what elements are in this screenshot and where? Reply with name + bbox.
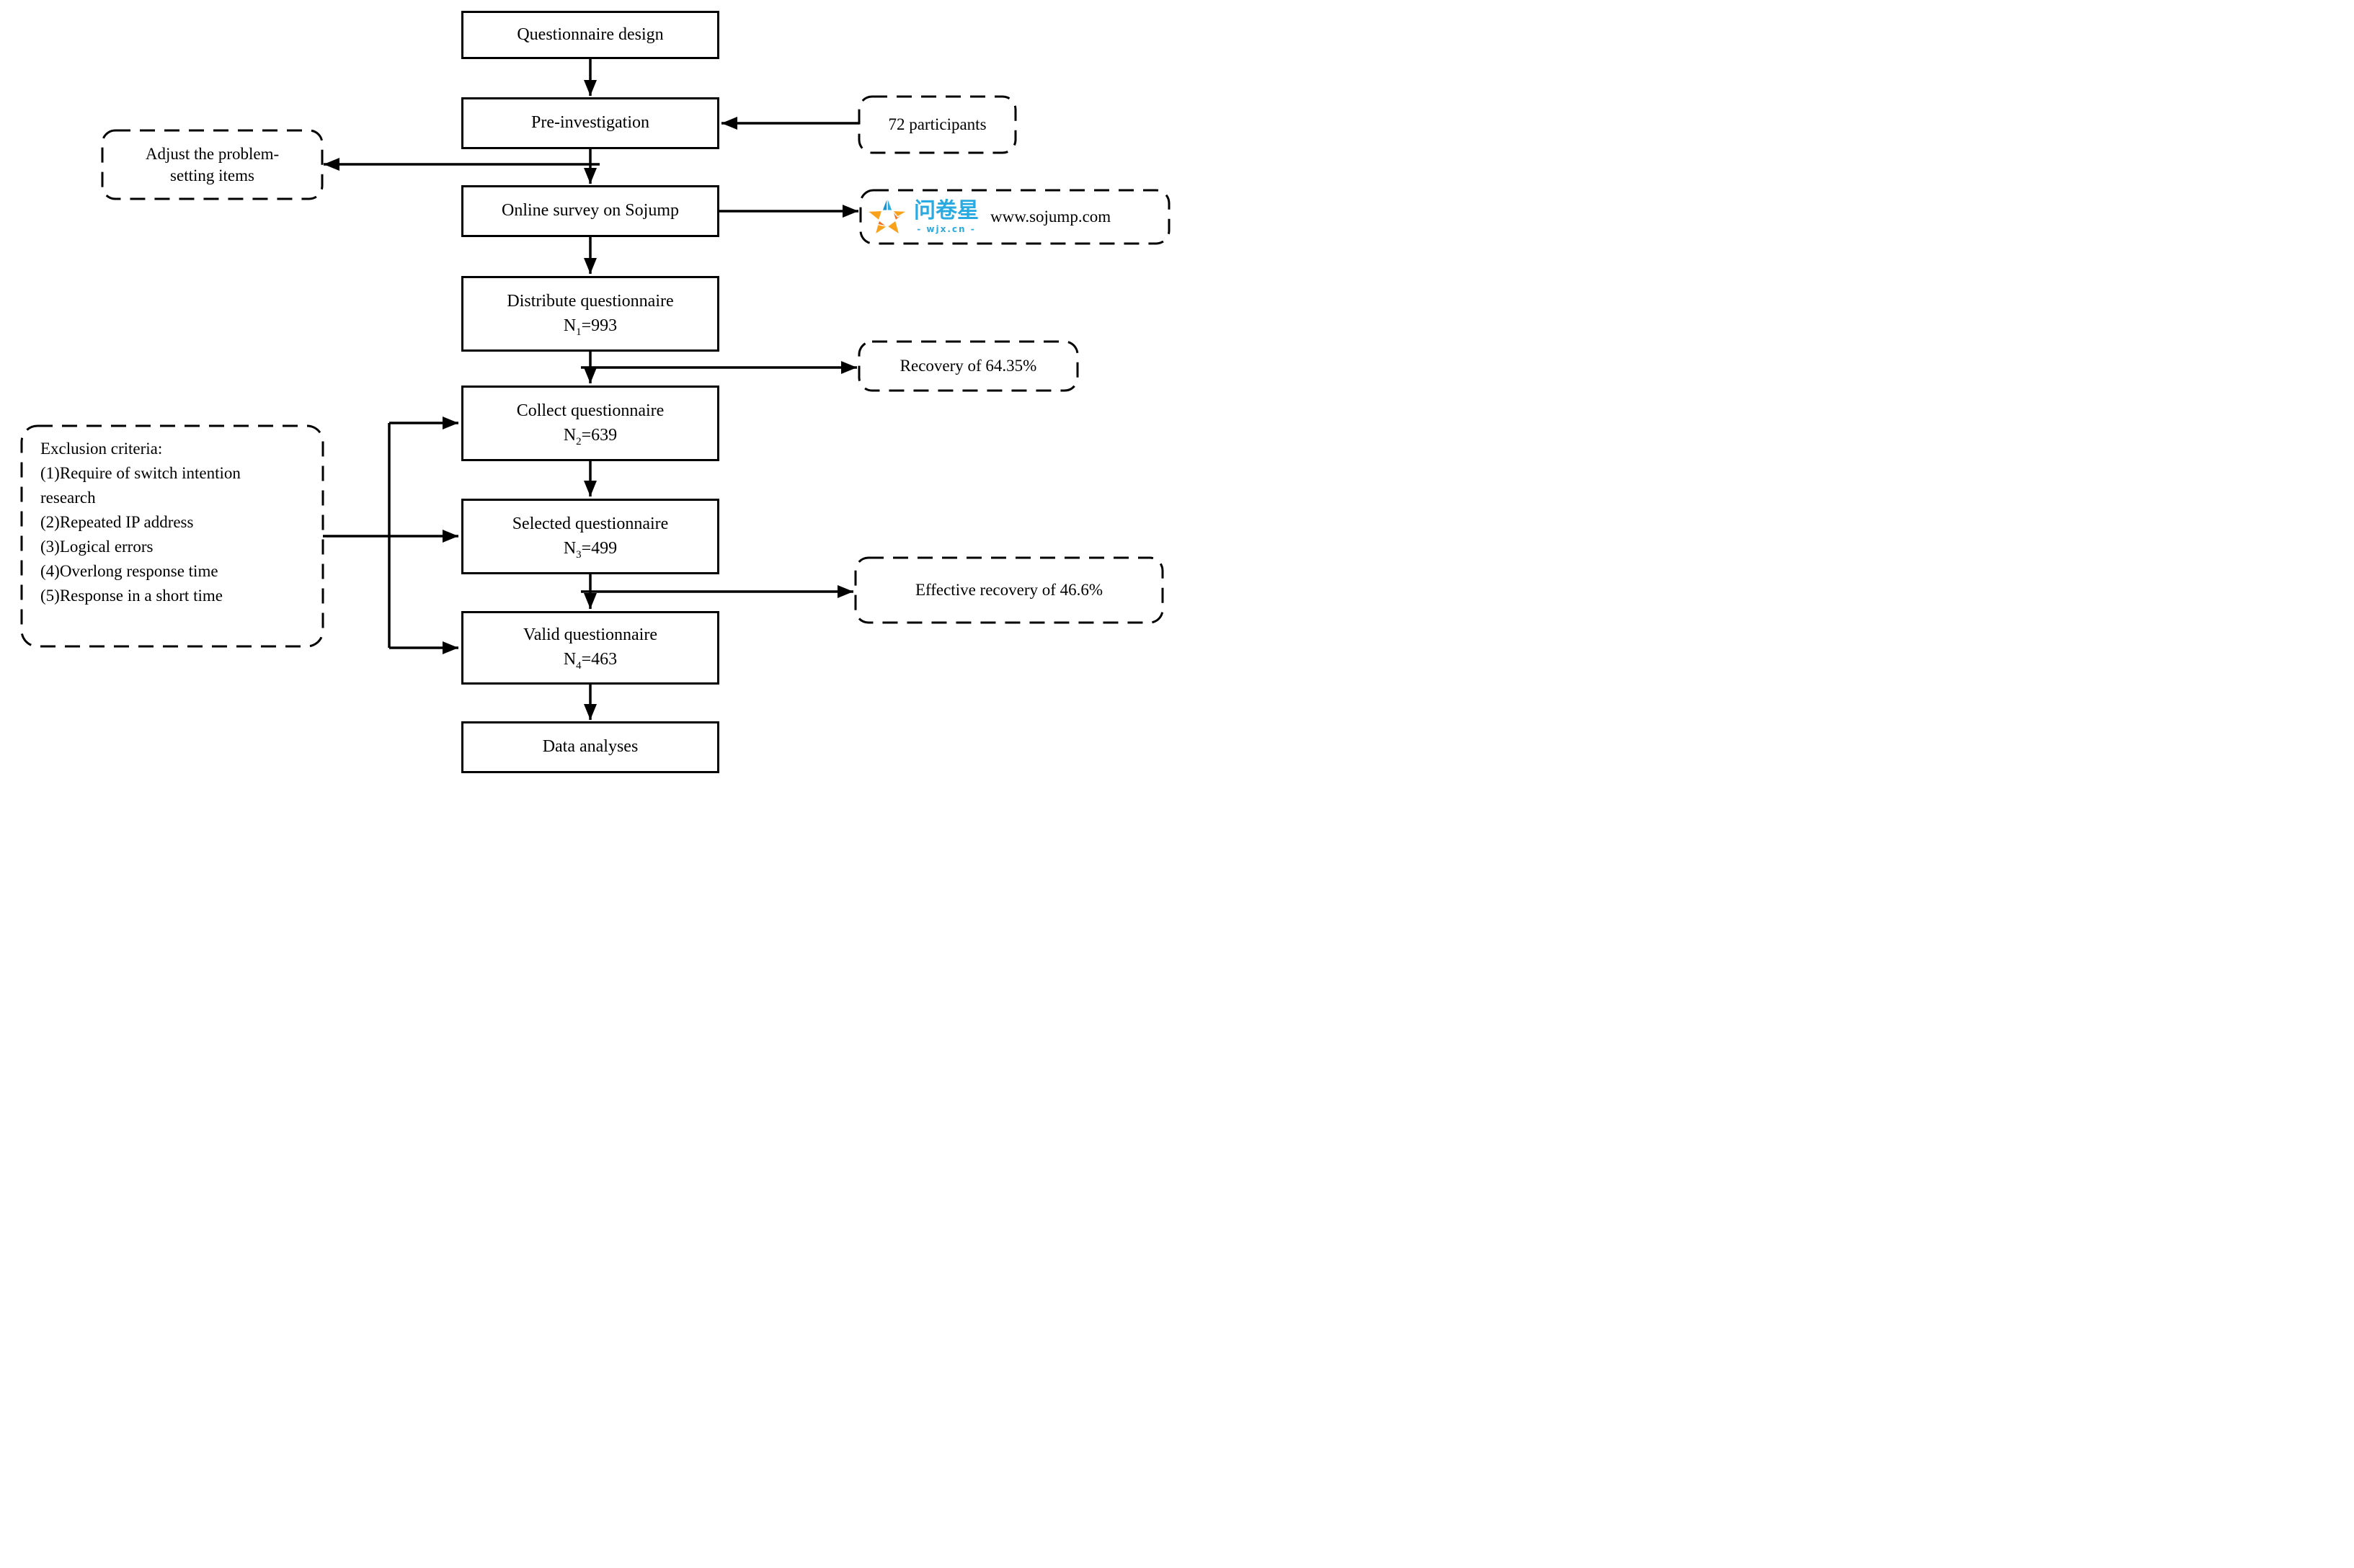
node-count: N2=639 bbox=[563, 425, 618, 447]
connector-layer bbox=[20, 59, 1171, 720]
node-label: Data analyses bbox=[542, 737, 639, 757]
node-label: Pre-investigation bbox=[531, 113, 649, 133]
node-online-survey: Online survey on Sojump bbox=[461, 185, 719, 237]
exclusion-criteria-dashed-box bbox=[20, 424, 324, 648]
exclusion-title: Exclusion criteria: bbox=[40, 440, 163, 458]
node-selected-questionnaire: Selected questionnaire N3=499 bbox=[461, 499, 719, 574]
node-distribute-questionnaire: Distribute questionnaire N1=993 bbox=[461, 276, 719, 352]
node-label: Collect questionnaire bbox=[516, 401, 665, 420]
exclusion-item: (3)Logical errors bbox=[40, 538, 154, 556]
node-label: Questionnaire design bbox=[517, 24, 664, 44]
node-label: Distribute questionnaire bbox=[507, 291, 674, 311]
sojump-logo-dashed-box bbox=[859, 189, 1171, 245]
wjx-star-icon bbox=[866, 196, 908, 236]
participants-dashed-box bbox=[858, 95, 1017, 154]
node-label: Online survey on Sojump bbox=[502, 201, 679, 220]
sojump-url: www.sojump.com bbox=[990, 208, 1111, 226]
node-count: N3=499 bbox=[563, 538, 618, 561]
sojump-logo-group: 问卷星 - wjx.cn - www.sojump.com bbox=[865, 190, 1168, 244]
adjust-items-dashed-box bbox=[101, 129, 324, 200]
node-count: N4=463 bbox=[563, 650, 618, 672]
node-pre-investigation: Pre-investigation bbox=[461, 97, 719, 149]
node-questionnaire-design: Questionnaire design bbox=[461, 11, 719, 59]
node-valid-questionnaire: Valid questionnaire N4=463 bbox=[461, 611, 719, 685]
wjx-brand-chinese: 问卷星 bbox=[914, 198, 979, 224]
node-data-analyses: Data analyses bbox=[461, 721, 719, 773]
exclusion-item: (4)Overlong response time bbox=[40, 562, 218, 580]
wjx-brand-text: 问卷星 - wjx.cn - bbox=[914, 200, 979, 234]
note-exclusion-criteria: Exclusion criteria: (1)Require of switch… bbox=[40, 437, 297, 608]
flowchart-canvas: Questionnaire design Pre-investigation O… bbox=[0, 0, 1177, 784]
wjx-brand-domain: - wjx.cn - bbox=[917, 223, 976, 234]
node-collect-questionnaire: Collect questionnaire N2=639 bbox=[461, 386, 719, 461]
node-count: N1=993 bbox=[563, 316, 618, 338]
node-label: Valid questionnaire bbox=[523, 625, 657, 645]
exclusion-item: (5)Response in a short time bbox=[40, 587, 223, 605]
effective-recovery-dashed-box bbox=[854, 556, 1164, 624]
exclusion-item: (2)Repeated IP address bbox=[40, 513, 194, 531]
recovery-dashed-box bbox=[858, 340, 1079, 392]
node-label: Selected questionnaire bbox=[512, 514, 669, 533]
exclusion-item: (1)Require of switch intention research bbox=[40, 464, 241, 507]
